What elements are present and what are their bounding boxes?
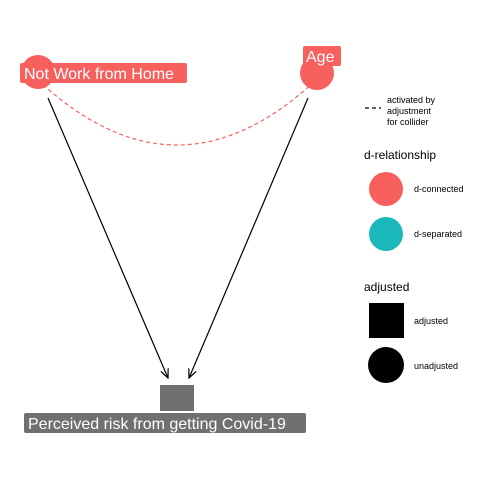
legend-d-connected-label: d-connected xyxy=(414,184,464,194)
legend-unadjusted-label: unadjusted xyxy=(414,361,458,371)
collider-activation-edge xyxy=(37,79,317,146)
legend-adjusted-label: adjusted xyxy=(414,316,448,326)
node-outcome-label-box xyxy=(24,413,306,433)
node-confounder-label: Age xyxy=(306,49,335,66)
legend-unadjusted-key xyxy=(368,347,404,383)
node-confounder-label-box xyxy=(303,46,341,66)
legend-linetype-text-3: for collider xyxy=(387,117,429,127)
edge-exposure-to-outcome xyxy=(47,97,168,378)
node-outcome[interactable] xyxy=(160,385,194,411)
legend-d-separated-key xyxy=(369,217,403,251)
legend-linetype-text-2: adjustment xyxy=(387,106,432,116)
legend-d-relationship: d-relationship d-connected d-separated xyxy=(364,148,464,251)
edge-confounder-to-outcome xyxy=(189,97,309,378)
legend-adjusted-key xyxy=(369,303,404,338)
legend-d-separated-label: d-separated xyxy=(414,229,462,239)
node-exposure-label: Not Work from Home xyxy=(24,66,174,83)
node-outcome-label: Perceived risk from getting Covid-19 xyxy=(28,416,286,433)
node-exposure-label-box xyxy=(20,63,187,83)
legend-linetype: activated by adjustment for collider xyxy=(365,95,436,127)
legend-d-connected-key xyxy=(369,172,403,206)
legend-adjusted-title: adjusted xyxy=(364,280,409,294)
legend-d-relationship-title: d-relationship xyxy=(364,148,436,162)
legend-adjusted: adjusted adjusted unadjusted xyxy=(364,280,458,383)
legend-linetype-text-1: activated by xyxy=(387,95,436,105)
